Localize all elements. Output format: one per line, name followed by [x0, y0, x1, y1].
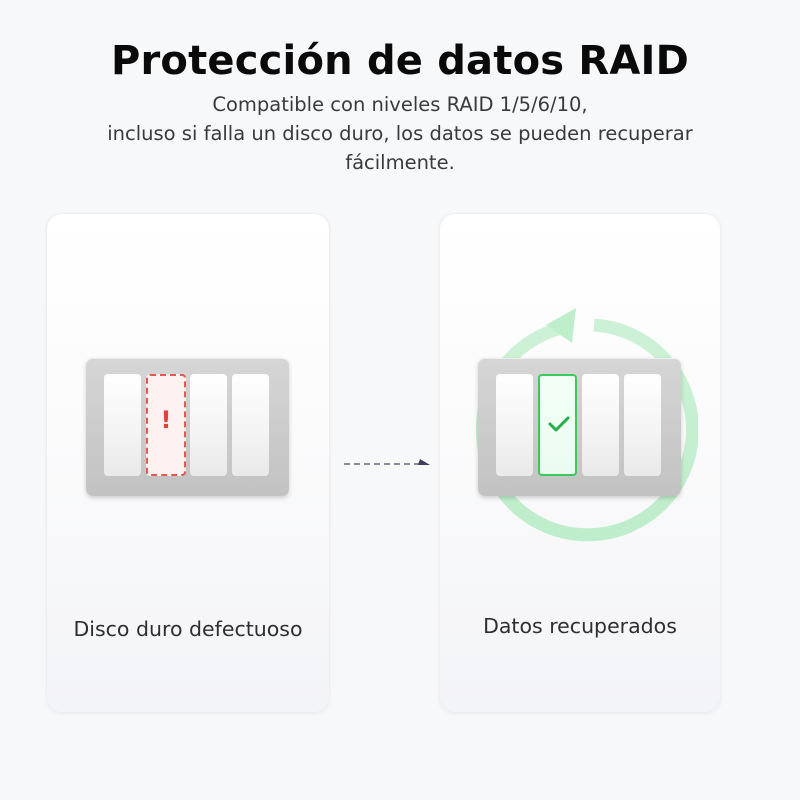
dashed-arrow-right-icon	[344, 459, 430, 465]
drive-bay-1	[496, 374, 533, 476]
raid-enclosure-recovered	[478, 358, 681, 496]
drive-bay-1	[104, 374, 141, 476]
drive-bay-recovered	[538, 374, 577, 476]
checkmark-icon	[548, 416, 570, 432]
recovered-data-label: Datos recuperados	[483, 614, 677, 638]
subtitle-line-1: Compatible con niveles RAID 1/5/6/10,	[212, 93, 588, 116]
failed-disk-label: Disco duro defectuoso	[73, 617, 303, 641]
drive-bay-4	[232, 374, 269, 476]
page-title: Protección de datos RAID	[110, 38, 690, 84]
drive-bay-4	[624, 374, 661, 476]
raid-enclosure-failed: !	[86, 358, 289, 496]
drive-bay-3	[582, 374, 619, 476]
subtitle-line-2: incluso si falla un disco duro, los dato…	[107, 122, 693, 145]
drive-bay-failed: !	[146, 374, 186, 476]
page-subtitle: Compatible con niveles RAID 1/5/6/10, in…	[0, 90, 800, 177]
drive-bay-3	[190, 374, 227, 476]
exclamation-icon: !	[160, 406, 172, 434]
subtitle-line-3: fácilmente.	[345, 151, 455, 174]
